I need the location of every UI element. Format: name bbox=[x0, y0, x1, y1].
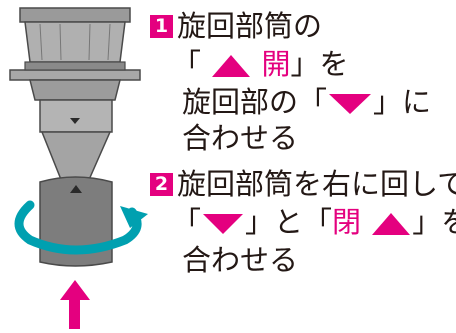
step1-text-line1: 旋回部筒の bbox=[177, 9, 323, 43]
step1-number-badge: 1 bbox=[150, 15, 173, 38]
device-illustration bbox=[0, 0, 160, 329]
open-triangle-marker bbox=[70, 185, 82, 193]
align-triangle-marker bbox=[70, 118, 80, 124]
step2-bracket-open: 「 bbox=[172, 205, 202, 239]
triangle-up-icon bbox=[210, 53, 252, 79]
step1-line2: 「 開」を bbox=[172, 46, 348, 82]
step2-line3: 合わせる bbox=[182, 242, 298, 278]
cyclone-unit-drawing bbox=[9, 7, 148, 329]
rotation-arrowhead bbox=[120, 206, 148, 228]
step1-bracket-open: 「 bbox=[172, 47, 202, 81]
step1-text-line3-pre: 旋回部の「 bbox=[182, 85, 328, 119]
triangle-up-icon bbox=[370, 211, 412, 237]
step1-text-line3-post: 」に bbox=[373, 85, 432, 119]
step1-bracket-close: 」を bbox=[290, 47, 349, 81]
open-label: 開 bbox=[261, 47, 291, 81]
triangle-down-icon bbox=[201, 212, 245, 236]
step1-line4: 合わせる bbox=[182, 120, 298, 156]
step1-line3: 旋回部の「 」に bbox=[182, 84, 431, 120]
push-arrow-head bbox=[60, 280, 90, 300]
push-arrow-shaft bbox=[69, 298, 80, 329]
step2-line2: 「 」と「閉 」を bbox=[172, 204, 456, 240]
triangle-down-icon bbox=[327, 92, 373, 116]
step2-text-line3: 合わせる bbox=[182, 243, 299, 277]
step2-text-line1: 旋回部筒を右に回して bbox=[177, 167, 456, 201]
step2-bracket-close: 」を bbox=[412, 205, 456, 239]
close-label: 閉 bbox=[332, 205, 362, 239]
step1-text-line4: 合わせる bbox=[182, 121, 299, 155]
step2-text-mid: 」と「 bbox=[245, 205, 333, 239]
step2-number-badge: 2 bbox=[150, 173, 173, 196]
rotation-arrow bbox=[14, 200, 142, 255]
